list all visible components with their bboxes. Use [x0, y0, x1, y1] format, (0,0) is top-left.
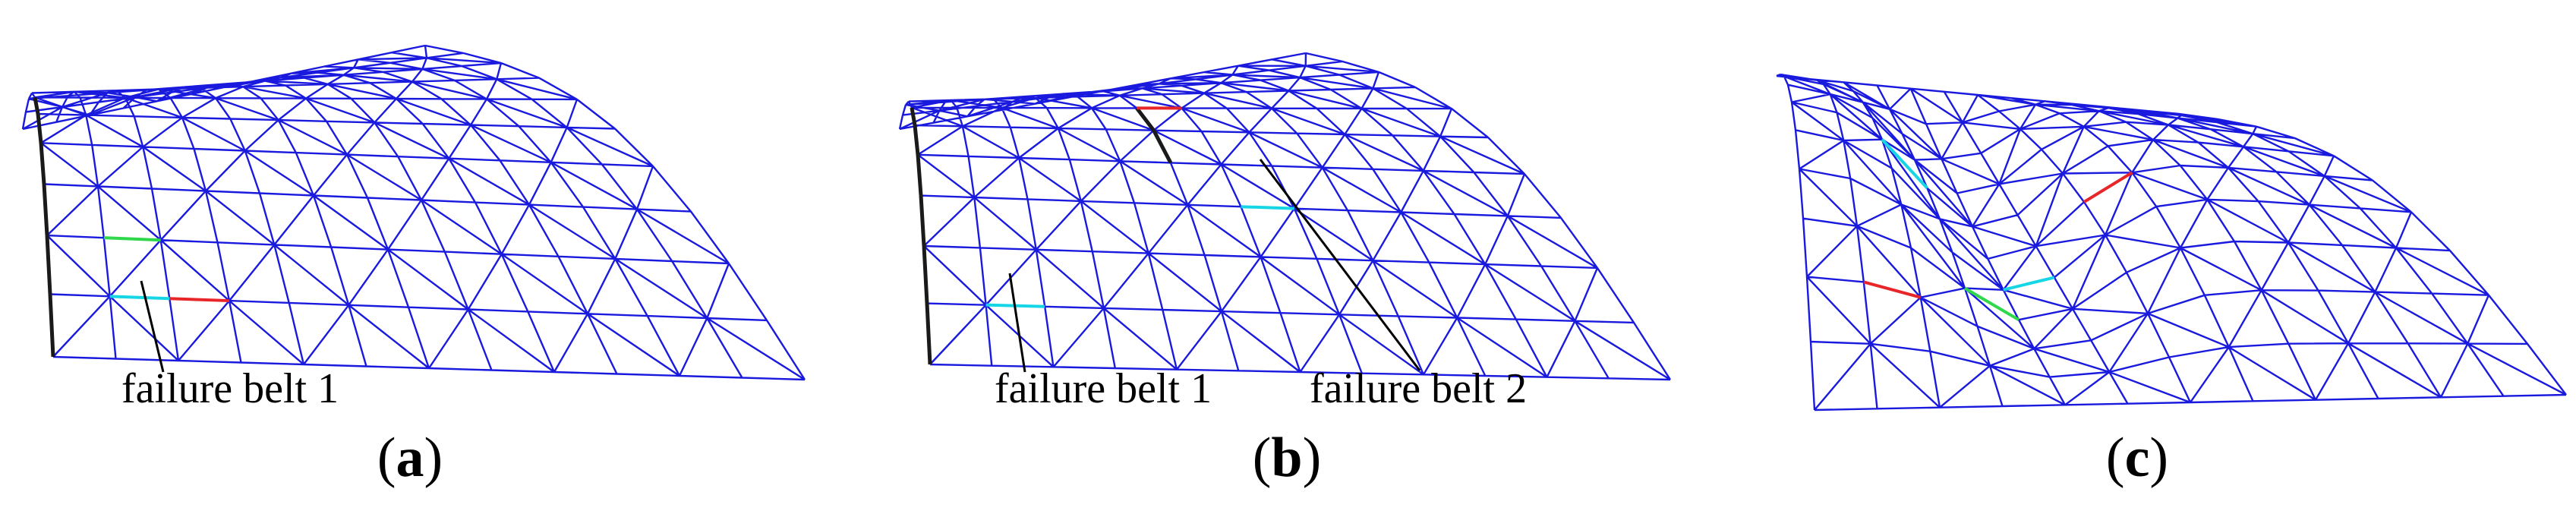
highlighted-member	[1241, 205, 1294, 210]
callout-label: failure belt 1	[995, 365, 1212, 412]
leader-line	[1008, 273, 1026, 373]
lattice-members	[21, 44, 806, 381]
caption-panel-b: (b)	[1252, 427, 1322, 489]
highlighted-member	[1135, 106, 1156, 132]
highlighted-member	[919, 195, 926, 247]
highlighted-member	[33, 96, 40, 115]
highlighted-member	[42, 184, 49, 236]
highlighted-member	[45, 235, 52, 295]
highlighted-member	[169, 297, 230, 303]
caption-panel-c: (c)	[2105, 427, 2169, 489]
highlighted-member	[1863, 280, 1922, 299]
highlighted-member	[39, 143, 46, 184]
highlighted-member	[916, 154, 923, 196]
highlighted-member	[910, 107, 917, 126]
caption-panel-a: (a)	[377, 427, 443, 489]
highlighted-member	[36, 113, 43, 143]
callout-label: failure belt 1	[121, 365, 339, 412]
shell-mesh-panel-c	[1776, 73, 2567, 412]
highlighted-member	[913, 125, 920, 156]
callout-panel-b-belt-2: failure belt 2	[1259, 159, 1527, 412]
highlighted-member	[2083, 171, 2133, 203]
highlighted-member	[1963, 286, 2020, 321]
lattice-members	[1776, 73, 2567, 412]
leader-line	[1259, 159, 1421, 371]
callout-panel-a-belt-1: failure belt 1	[121, 280, 339, 412]
highlighted-member	[1152, 129, 1173, 164]
lattice-members	[898, 52, 1672, 381]
highlighted-member	[2003, 276, 2055, 292]
shell-mesh-panel-a	[21, 44, 806, 381]
highlighted-member	[925, 303, 932, 365]
leader-line	[140, 280, 165, 373]
shell-mesh-panel-b	[898, 52, 1672, 381]
highlighted-member	[103, 236, 161, 242]
highlighted-member	[1881, 138, 1928, 190]
callout-panel-b-belt-1: failure belt 1	[995, 273, 1212, 412]
highlighted-member	[48, 294, 55, 358]
highlighted-member	[109, 295, 170, 301]
callout-label: failure belt 2	[1310, 365, 1527, 412]
highlighted-member	[922, 245, 929, 304]
